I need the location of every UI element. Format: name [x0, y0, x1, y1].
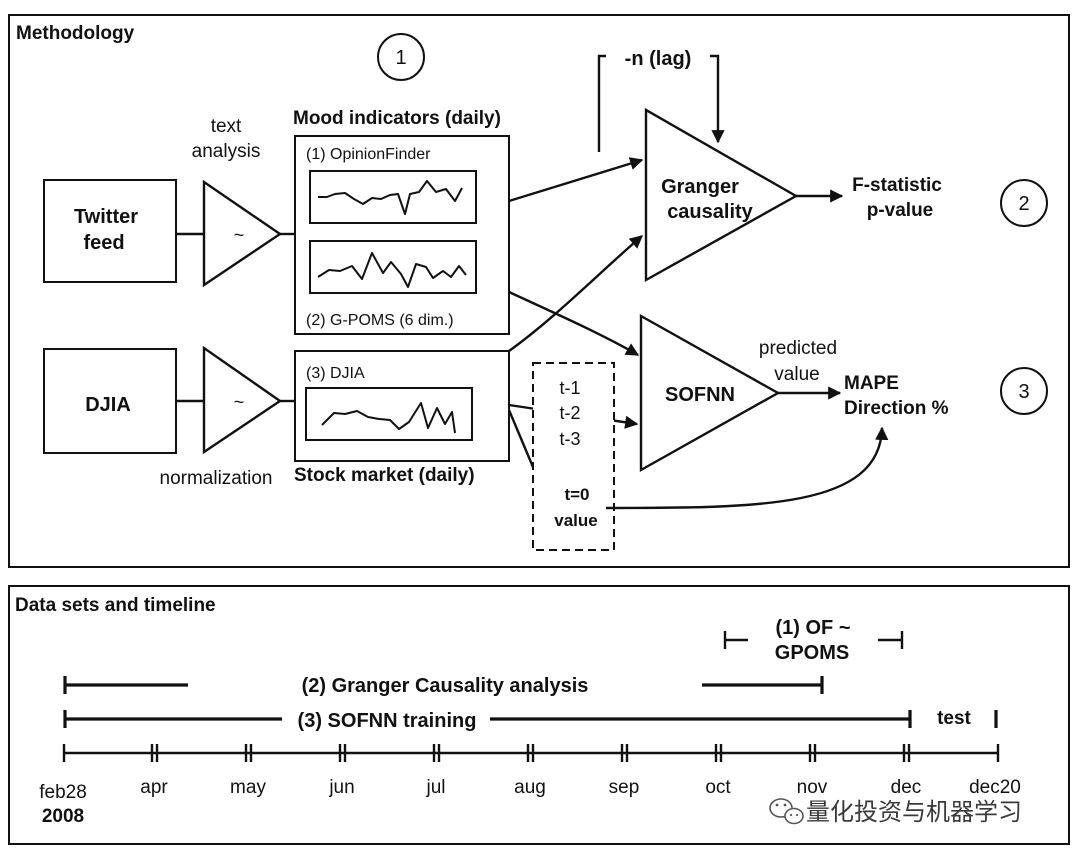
t-zero-label: t=0	[564, 485, 589, 504]
svg-text:SOFNN: SOFNN	[665, 384, 735, 406]
gpoms-sparkline	[317, 252, 467, 288]
step-3-marker: 3	[1000, 367, 1048, 415]
t-minus-3-label: t-3	[559, 429, 580, 449]
step-1-marker: 1	[377, 33, 425, 81]
lag-window-box	[532, 362, 615, 551]
svg-text:1: 1	[395, 47, 406, 69]
gpoms-to-sofnn-arrow	[508, 290, 640, 357]
djia-input-box: DJIA	[43, 348, 177, 454]
timeline-title: Data sets and timeline	[15, 595, 216, 616]
lag-arrow	[710, 54, 725, 144]
sofnn-range-bar	[63, 710, 912, 728]
sofnn-range-label: (3) SOFNN training	[298, 710, 477, 732]
month-label-oct: oct	[705, 777, 731, 798]
granger-range-label: (2) Granger Causality analysis	[302, 675, 589, 697]
granger-range-bars	[63, 676, 824, 694]
of-gpoms-range	[723, 631, 904, 649]
granger-causality-node: Granger causality	[644, 107, 799, 283]
svg-text:feed: feed	[83, 232, 124, 254]
of-gpoms-label: (1) OF ~	[775, 617, 850, 639]
sofnn-node: SOFNN	[639, 313, 781, 473]
mape-label: MAPE	[844, 373, 899, 394]
stock-to-granger-arrow	[508, 235, 644, 352]
djia-chart	[305, 387, 473, 441]
t-minus-2-label: t-2	[559, 403, 580, 423]
month-label-dec20: dec20	[969, 777, 1021, 798]
svg-text:Twitter: Twitter	[74, 206, 138, 228]
month-label-jul: jul	[425, 777, 445, 798]
wechat-icon	[769, 798, 804, 825]
month-label-dec: dec	[891, 777, 922, 798]
t-minus-1-label: t-1	[559, 378, 580, 398]
methodology-title: Methodology	[16, 23, 135, 44]
djia-sparkline	[321, 402, 456, 434]
gpoms-chart	[309, 240, 477, 294]
lag-label: -n (lag)	[625, 48, 692, 70]
t0-to-mape-arrow	[605, 426, 889, 510]
opinionfinder-to-granger-arrow	[508, 157, 644, 203]
svg-text:2: 2	[1018, 193, 1029, 215]
year-label: 2008	[42, 806, 84, 827]
test-range-label: test	[937, 708, 971, 729]
month-label-apr: apr	[140, 777, 168, 798]
predicted-value-label: predicted	[759, 338, 837, 359]
month-label-aug: aug	[514, 777, 546, 798]
svg-text:Granger: Granger	[661, 176, 739, 198]
f-statistic-label: F-statistic	[852, 175, 942, 196]
svg-text:~: ~	[234, 392, 245, 412]
month-label-sep: sep	[609, 777, 640, 798]
step-2-marker: 2	[1000, 179, 1048, 227]
month-label-may: may	[230, 777, 266, 798]
svg-text:~: ~	[234, 225, 245, 245]
svg-text:DJIA: DJIA	[85, 394, 131, 416]
watermark-text: 量化投资与机器学习	[806, 799, 1022, 826]
timeline-ticks	[62, 744, 1000, 762]
mood-indicators-title: Mood indicators (daily)	[293, 108, 501, 129]
text-analysis-label: text	[211, 116, 242, 137]
svg-text:3: 3	[1018, 381, 1029, 403]
month-label-nov: nov	[797, 777, 828, 798]
gpoms-label: (2) G-POMS (6 dim.)	[306, 312, 454, 329]
stock-market-title: Stock market (daily)	[294, 465, 475, 486]
opinionfinder-sparkline	[318, 180, 463, 215]
normalization-label: normalization	[160, 468, 273, 489]
of-gpoms-label-2: GPOMS	[775, 642, 849, 664]
timeline-frame	[8, 585, 1070, 845]
mood-indicators-panel	[294, 135, 510, 335]
p-value-label: p-value	[867, 200, 934, 221]
t-zero-value-label: value	[554, 511, 597, 530]
djia-panel-label: (3) DJIA	[306, 365, 365, 382]
svg-text:causality: causality	[667, 201, 753, 223]
direction-label: Direction %	[844, 398, 949, 419]
month-label-feb28: feb28	[39, 782, 87, 803]
lag-bracket-line	[597, 54, 606, 152]
predicted-value-label-2: value	[774, 364, 819, 385]
opinionfinder-label: (1) OpinionFinder	[306, 146, 431, 163]
month-label-jun: jun	[328, 777, 354, 798]
twitter-feed-box: Twitter feed	[43, 179, 177, 283]
text-analysis-label-2: analysis	[192, 141, 261, 162]
opinionfinder-chart	[309, 170, 477, 224]
